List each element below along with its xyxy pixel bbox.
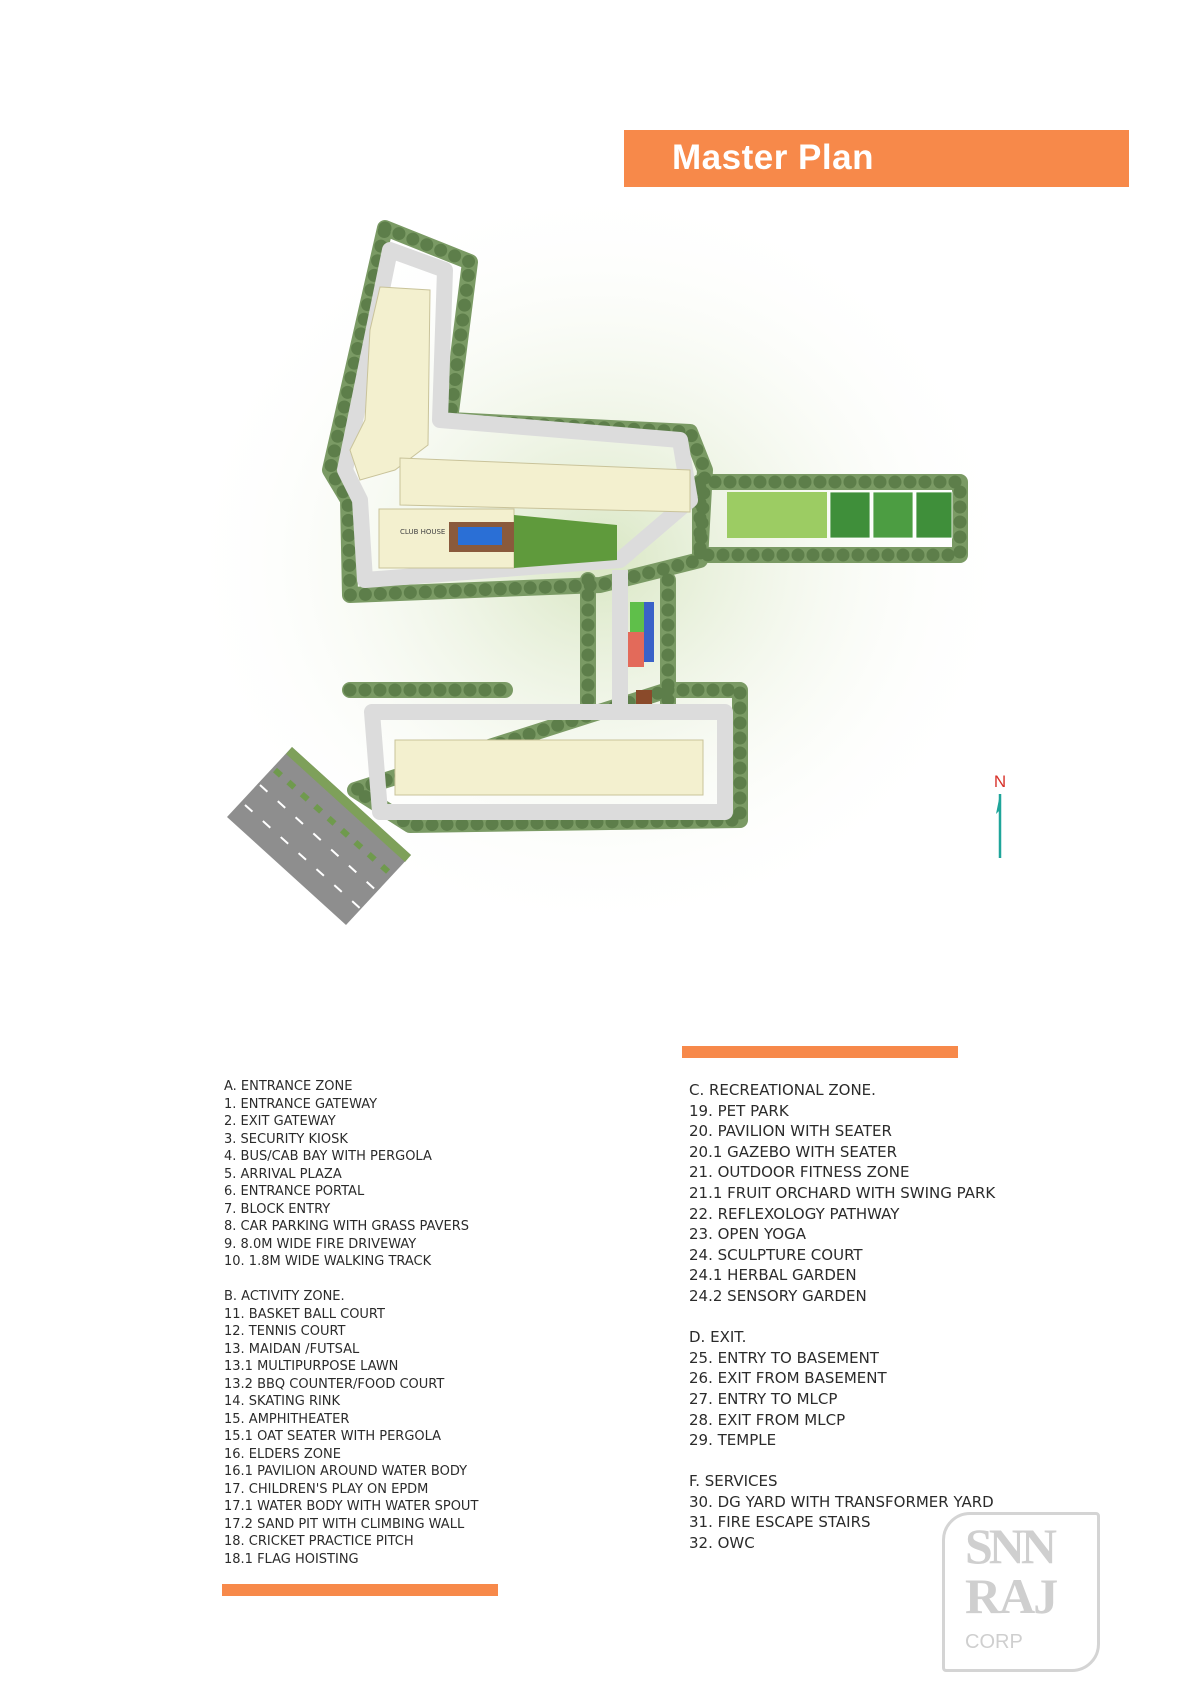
legend-section-heading: A. ENTRANCE ZONE xyxy=(224,1079,353,1094)
snn-raj-corp-logo: SNN RAJ CORP xyxy=(942,1512,1100,1672)
legend-item: 16. ELDERS ZONE xyxy=(224,1446,341,1462)
legend-left-column: A. ENTRANCE ZONE 1. ENTRANCE GATEWAY 2. EX… xyxy=(224,1078,478,1568)
legend-item: 7. BLOCK ENTRY xyxy=(224,1201,331,1217)
residential-towers xyxy=(349,286,704,796)
legend-item: 17. CHILDREN'S PLAY ON EPDM xyxy=(224,1481,429,1497)
legend-item: 5. ARRIVAL PLAZA xyxy=(224,1166,342,1182)
legend-item: 12. TENNIS COURT xyxy=(224,1324,346,1339)
legend-item: 21.1 FRUIT ORCHARD WITH SWING PARK xyxy=(689,1183,996,1202)
internal-roads xyxy=(337,242,733,820)
tower-block-central xyxy=(399,457,691,513)
legend-item: 19. PET PARK xyxy=(689,1101,789,1120)
tower-block-north xyxy=(349,286,431,481)
legend-item: 18.1 FLAG HOISTING xyxy=(224,1551,359,1567)
legend-item: 2. EXIT GATEWAY xyxy=(224,1114,336,1129)
legend-item: 26. EXIT FROM BASEMENT xyxy=(689,1369,887,1388)
legend-item: 25. ENTRY TO BASEMENT xyxy=(689,1348,879,1367)
legend-item: 13.1 MULTIPURPOSE LAWN xyxy=(224,1359,399,1374)
legend-item: 18. CRICKET PRACTICE PITCH xyxy=(224,1534,414,1549)
legend-item: 15.1 OAT SEATER WITH PERGOLA xyxy=(224,1429,442,1444)
legend-item: 20.1 GAZEBO WITH SEATER xyxy=(689,1142,898,1161)
legend-item: 24.2 SENSORY GARDEN xyxy=(689,1286,867,1305)
swimming-pool xyxy=(458,527,502,545)
north-compass: N xyxy=(990,772,1010,862)
tower-block-south xyxy=(394,739,704,796)
north-label: N xyxy=(993,772,1007,791)
legend-section-heading: F. SERVICES xyxy=(689,1472,778,1491)
legend-right-column: C. RECREATIONAL ZONE. 19. PET PARK 20. PAV… xyxy=(689,1080,995,1554)
legend-item: 27. ENTRY TO MLCP xyxy=(689,1389,838,1408)
legend-spacer xyxy=(689,1451,995,1472)
legend-item: 13. MAIDAN /FUTSAL xyxy=(224,1341,360,1357)
page-header: Master Plan xyxy=(624,130,1129,187)
legend-item: 13.2 BBQ COUNTER/FOOD COURT xyxy=(224,1376,445,1392)
clubhouse-lawn xyxy=(514,515,617,568)
logo-line-3: CORP xyxy=(965,1631,1023,1653)
legend-item: 15. AMPHITHEATER xyxy=(224,1411,350,1427)
legend-item: 4. BUS/CAB BAY WITH PERGOLA xyxy=(224,1149,432,1164)
legend-item: 20. PAVILION WITH SEATER xyxy=(689,1122,892,1141)
legend-item: 21. OUTDOOR FITNESS ZONE xyxy=(689,1163,910,1182)
legend-item: 6. ENTRANCE PORTAL xyxy=(224,1184,365,1199)
main-road xyxy=(227,747,411,925)
legend-section-heading: B. ACTIVITY ZONE. xyxy=(224,1289,345,1304)
north-arrow-icon xyxy=(996,794,1002,858)
legend-item: 23. OPEN YOGA xyxy=(689,1225,806,1244)
legend-item: 22. REFLEXOLOGY PATHWAY xyxy=(689,1204,900,1223)
legend-spacer xyxy=(224,1271,478,1289)
sports-fields xyxy=(727,491,953,539)
legend-item: 24. SCULPTURE COURT xyxy=(689,1245,863,1264)
clubhouse: CLUB HOUSE xyxy=(378,508,617,569)
legend-item: 14. SKATING RINK xyxy=(224,1394,341,1409)
legend-divider-top xyxy=(682,1046,958,1058)
legend-item: 30. DG YARD WITH TRANSFORMER YARD xyxy=(689,1492,994,1511)
legend-spacer xyxy=(689,1307,995,1328)
page-title: Master Plan xyxy=(672,138,874,177)
legend-section-heading: C. RECREATIONAL ZONE. xyxy=(689,1081,876,1099)
logo-line-2: RAJ xyxy=(965,1568,1058,1624)
legend-item: 3. SECURITY KIOSK xyxy=(224,1131,348,1147)
legend-item: 28. EXIT FROM MLCP xyxy=(689,1410,846,1429)
logo-line-1: SNN xyxy=(965,1518,1057,1574)
clubhouse-label: CLUB HOUSE xyxy=(400,528,445,536)
legend-item: 1. ENTRANCE GATEWAY xyxy=(224,1096,378,1112)
legend-item: 10. 1.8M WIDE WALKING TRACK xyxy=(224,1254,432,1269)
childrens-play-area xyxy=(628,602,654,704)
legend-item: 29. TEMPLE xyxy=(689,1431,777,1450)
legend-section-heading: D. EXIT. xyxy=(689,1328,747,1347)
legend-item: 9. 8.0M WIDE FIRE DRIVEWAY xyxy=(224,1236,417,1252)
legend-item: 11. BASKET BALL COURT xyxy=(224,1306,385,1322)
legend-item: 17.2 SAND PIT WITH CLIMBING WALL xyxy=(224,1516,465,1532)
legend-item: 24.1 HERBAL GARDEN xyxy=(689,1266,857,1285)
legend-item: 17.1 WATER BODY WITH WATER SPOUT xyxy=(224,1499,479,1514)
legend-divider-bottom xyxy=(222,1584,498,1596)
legend-item: 32. OWC xyxy=(689,1534,755,1553)
legend-item: 8. CAR PARKING WITH GRASS PAVERS xyxy=(224,1219,470,1234)
tree-canopy-dots xyxy=(323,219,967,832)
legend-item: 31. FIRE ESCAPE STAIRS xyxy=(689,1513,871,1532)
legend-item: 16.1 PAVILION AROUND WATER BODY xyxy=(224,1464,468,1479)
